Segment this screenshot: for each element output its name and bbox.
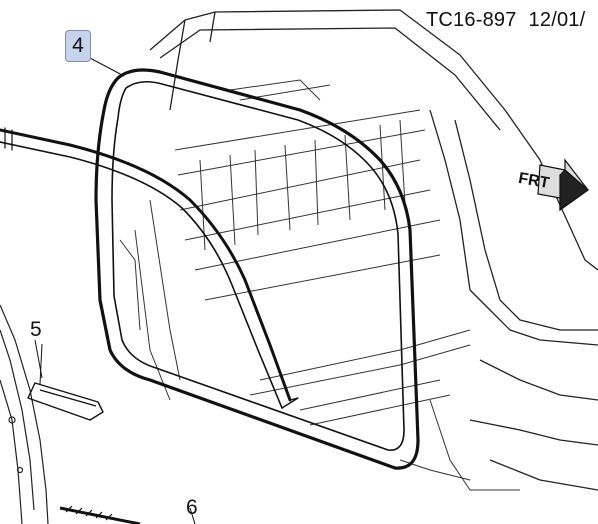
cab-outline bbox=[149, 9, 598, 491]
lower-door-molding bbox=[27, 339, 104, 421]
callout-4-highlighted: 4 bbox=[65, 30, 91, 62]
door-edge-left bbox=[0, 304, 49, 524]
callout-6: 6 bbox=[186, 496, 198, 519]
roof-rail-molding bbox=[0, 127, 299, 409]
door-weatherstrip-seal bbox=[94, 68, 420, 470]
leader-lines bbox=[39, 57, 125, 385]
document-header: TC16-897 12/01/ bbox=[426, 9, 597, 32]
bottom-seal-part bbox=[59, 505, 196, 524]
document-code: TC16-897 bbox=[426, 9, 517, 31]
forward-arrow-icon bbox=[537, 158, 589, 212]
document-date: 12/01/ bbox=[528, 9, 586, 31]
callout-5: 5 bbox=[30, 318, 42, 341]
